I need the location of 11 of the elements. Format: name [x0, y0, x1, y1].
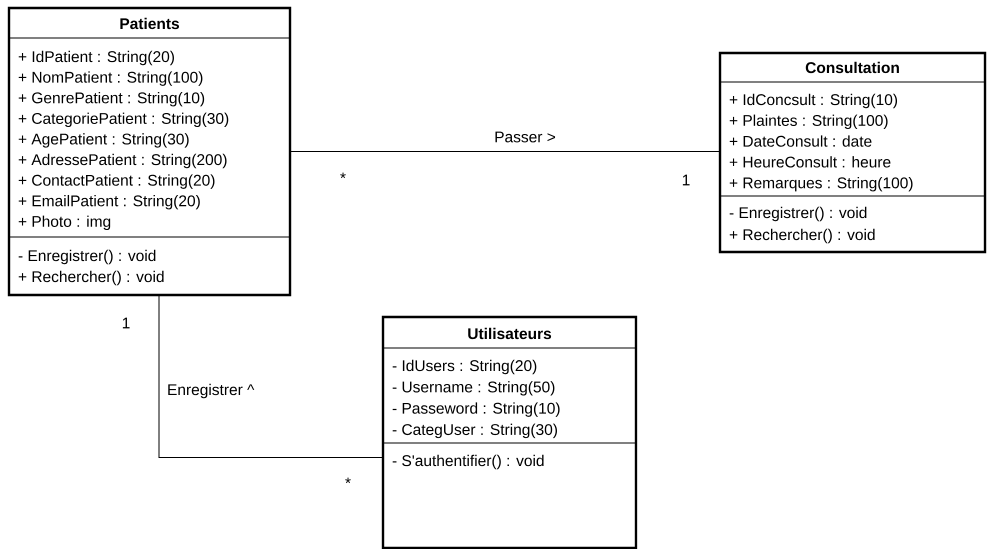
association-line [158, 294, 384, 458]
association-line [290, 151, 720, 152]
edge-label: Enregistrer ^ [166, 382, 256, 400]
multiplicity: * [340, 172, 346, 178]
class-box: Consultation + IdConcsult : String(10) + Plaintes : String(100) + DateConsult : date + HeureConsult : heure + Remarques : String(100) - Enregistrer() : void + Rechercher() : void [718, 52, 986, 254]
class-box: Utilisateurs - IdUsers : String(20) - Username : String(50) - Passeword : String(10) - CategUser : String(30) - S'authentifier() : void [382, 316, 638, 549]
multiplicity: * [345, 478, 351, 484]
multiplicity: 1 [682, 174, 690, 186]
multiplicity: 1 [122, 318, 130, 328]
edge-label: Passer > [493, 130, 557, 144]
class-box: Patients + IdPatient : String(20) + NomPatient : String(100) + GenrePatient : String(10) + CategoriePatient : String(30) + AgePatient : String(30) + AdressePatient : String(200) + ContactPatient : String(20) + EmailPatient : String(20) + Photo : img - Enregistrer() : void + Rechercher() : void [8, 6, 292, 296]
